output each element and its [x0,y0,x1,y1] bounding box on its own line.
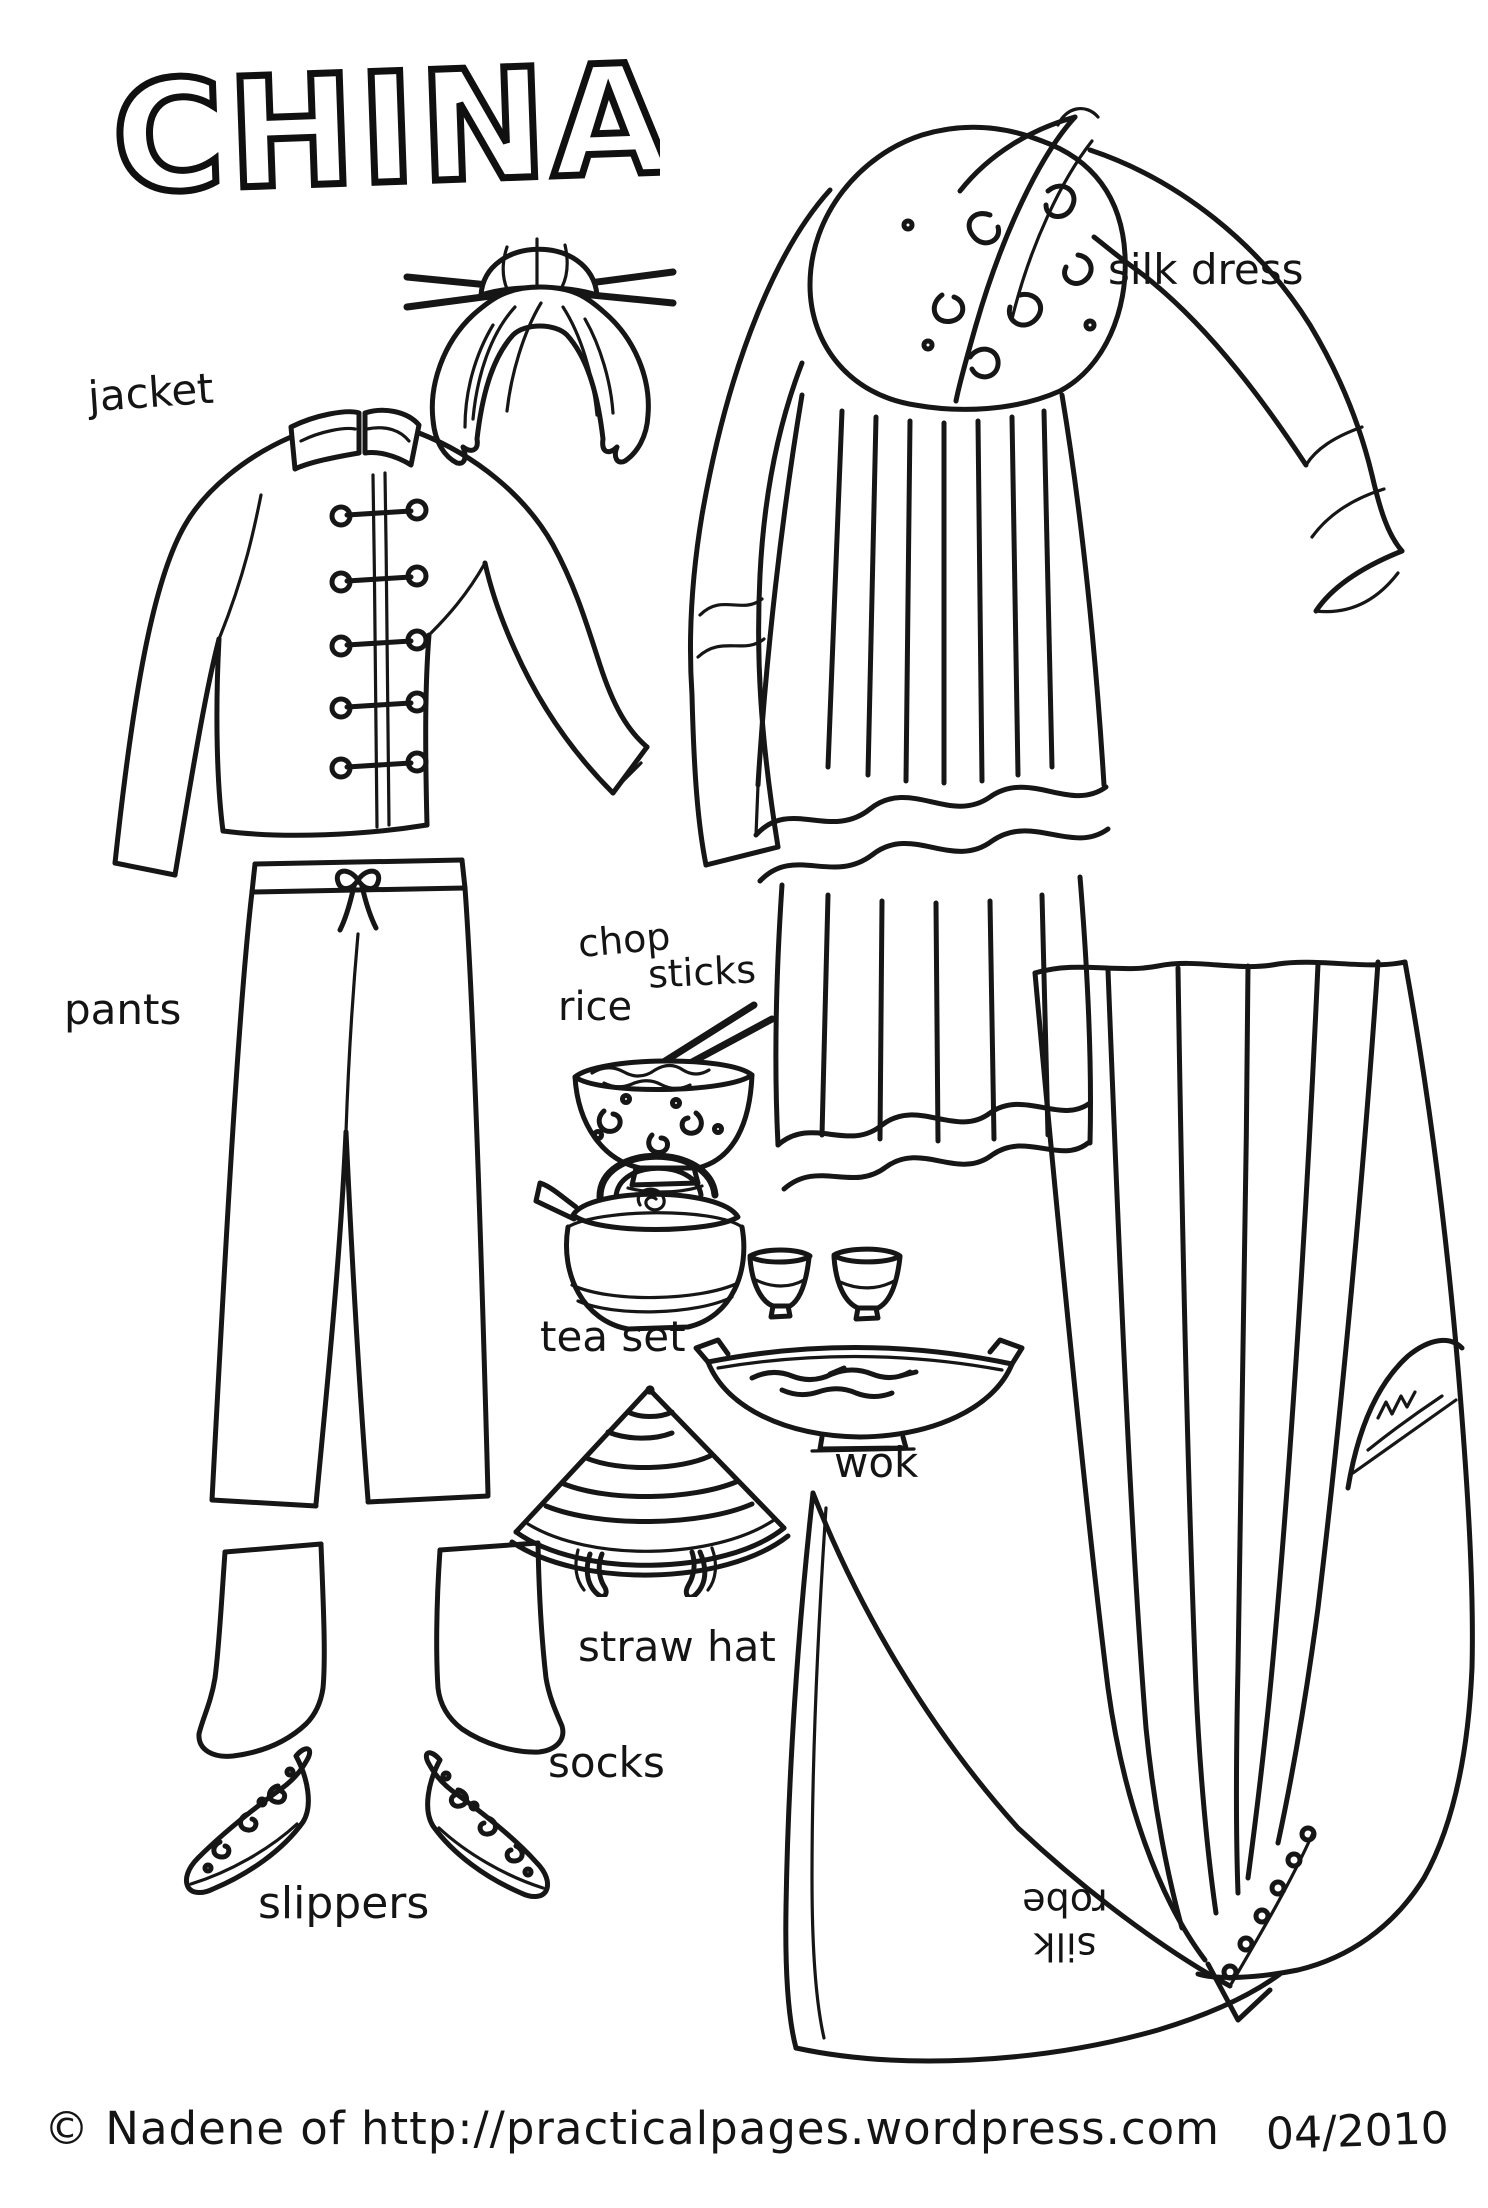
silk-dress-icon [687,107,1405,1192]
tea-cups-icon [747,1246,903,1322]
slipper-swirls-left [202,1766,296,1874]
swirl-pattern [901,183,1097,380]
skirt-pleats [825,408,1055,786]
frog-buttons [329,498,429,780]
drawstring-bow [334,868,382,933]
hair-bun-icon [403,237,677,466]
straw-hat-icon [509,1385,791,1597]
date-text: 04/2010 [1265,2102,1450,2161]
slipper-swirls-right [440,1770,534,1878]
socks-icon [196,1540,566,1759]
jacket-icon [112,407,650,878]
robe-cuff [1345,1337,1465,1491]
slippers-label: slippers [258,1878,430,1929]
bowl-pattern [592,1093,724,1155]
straw-hat-label: straw hat [578,1622,776,1671]
credit-text: © Nadene of http://practicalpages.wordpr… [44,2102,1220,2155]
wok-label: wok [834,1438,919,1487]
silk-robe-label: silk robe [1000,1880,1130,1969]
wok-icon [693,1337,1025,1453]
socks-label: socks [548,1738,665,1787]
robe-pleats [1105,959,1381,1931]
stir-fry [749,1365,919,1399]
sticks-label: sticks [646,947,758,997]
robe-buttons [1221,1825,1317,1981]
rice-label: rice [558,984,633,1030]
straw-texture [543,1409,755,1525]
page-title: CHINA [109,31,660,227]
silk-robe-label-line2: robe [1022,1880,1108,1925]
pants-label: pants [64,985,182,1034]
teapot-icon [533,1152,747,1332]
pants-icon [209,857,491,1509]
tea-set-label: tea set [540,1312,686,1361]
slippers-icon [183,1746,551,1899]
silk-robe-label-line1: silk [1033,1924,1097,1969]
silk-robe-icon [783,959,1475,2064]
page-title-art: CHINA [106,27,660,229]
